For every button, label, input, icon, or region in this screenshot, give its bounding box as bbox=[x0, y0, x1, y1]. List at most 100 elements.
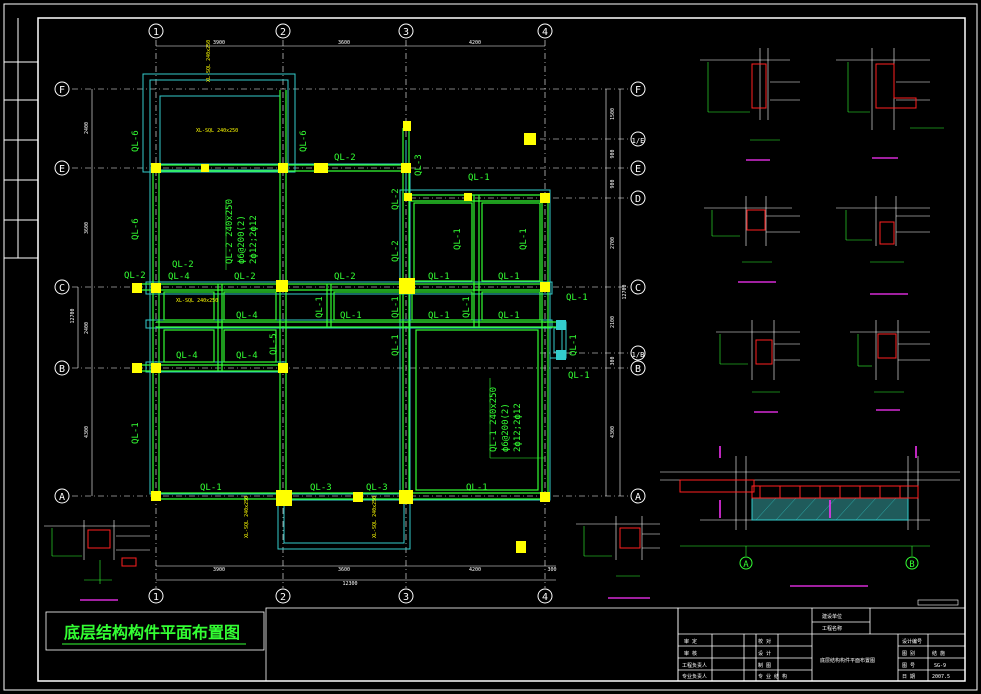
beam-label-ql2-v1: QL-2 bbox=[391, 188, 401, 210]
beam-label-ql2-v2: QL-2 bbox=[391, 240, 401, 262]
dim-right-7: 4300 bbox=[610, 426, 616, 438]
beam-label-ql3-a2: QL-3 bbox=[366, 483, 388, 493]
beam-label-ql1-m3: QL-1 bbox=[498, 311, 520, 321]
axis-top-1: 1 bbox=[153, 27, 159, 38]
dim-right-total: 12700 bbox=[622, 284, 628, 299]
section-axis-a: A bbox=[743, 560, 749, 570]
beam-label-ql1-a1: QL-1 bbox=[200, 483, 222, 493]
tb-sheet-label: 图 号 bbox=[902, 663, 915, 669]
tb-row-m0: 校 对 bbox=[758, 638, 771, 645]
axis-bottom-2: 2 bbox=[280, 592, 286, 603]
spec-ql1-line3: 2ϕ12;2ϕ12 bbox=[513, 403, 523, 452]
tb-class-label: 图 别 bbox=[902, 650, 915, 657]
spec-ql1-line2: ϕ6@200(2) bbox=[501, 403, 511, 452]
tb-row-l3: 专业负责人 bbox=[682, 673, 707, 680]
dim-right-3: 900 bbox=[610, 179, 616, 188]
beam-label-ql2-c4: QL-2 bbox=[334, 272, 356, 282]
axis-right-B: B bbox=[635, 364, 641, 375]
dim-top-1: 3900 bbox=[213, 40, 225, 46]
axis-right-F: F bbox=[635, 85, 641, 96]
tb-date-label: 日 期 bbox=[902, 674, 915, 680]
beam-label-ql1-a2: QL-1 bbox=[466, 483, 488, 493]
beam-label-ql2-c1: QL-2 bbox=[124, 271, 146, 281]
bottom-details bbox=[44, 516, 959, 606]
axis-right-A: A bbox=[635, 492, 641, 503]
tb-row-l0: 审 定 bbox=[684, 638, 697, 645]
dim-bottom-2: 3600 bbox=[338, 567, 350, 573]
axis-left-A: A bbox=[59, 492, 65, 503]
beam-label-ql1-v1: QL-1 bbox=[453, 228, 463, 250]
dim-left-3: 2400 bbox=[84, 322, 90, 334]
beam-label-ql1-r2: QL-1 bbox=[568, 371, 590, 381]
dim-right-2: 900 bbox=[610, 149, 616, 158]
beam-label-ql2-e: QL-2 bbox=[334, 153, 356, 163]
dim-right-1: 1500 bbox=[610, 108, 616, 120]
note-c-bay: XL-SQL 240x250 bbox=[176, 298, 218, 304]
note-a-right: XL-SQL 240x250 bbox=[372, 496, 378, 538]
axis-right-D: D bbox=[635, 194, 641, 205]
note-a-left: XL-SQL 240x250 bbox=[244, 496, 250, 538]
beam-label-ql6-a: QL-6 bbox=[131, 130, 141, 152]
tb-row-m3: 专 业 结 构 bbox=[758, 673, 787, 680]
gz-columns-cyan bbox=[556, 320, 566, 360]
dimension-lines bbox=[77, 45, 621, 581]
columns bbox=[132, 121, 550, 553]
dim-right-4: 2700 bbox=[610, 237, 616, 249]
beam-label-ql2-c3: QL-2 bbox=[234, 272, 256, 282]
spec-ql2-line1: QL-2 240x250 bbox=[225, 199, 235, 264]
beam-label-ql6-c: QL-6 bbox=[131, 218, 141, 240]
axis-left-C: C bbox=[59, 283, 65, 294]
tb-row-l1: 审 核 bbox=[684, 650, 697, 657]
beam-label-ql1-m2: QL-1 bbox=[428, 311, 450, 321]
axis-right-C: C bbox=[635, 283, 641, 294]
axis-bottom-3: 3 bbox=[403, 592, 409, 603]
beam-label-ql1-v4: QL-1 bbox=[391, 296, 401, 318]
dim-right-6: 300 bbox=[610, 356, 616, 365]
drawing-title: 底层结构构件平面布置图 bbox=[64, 623, 240, 642]
beam-label-ql1-r1: QL-1 bbox=[566, 293, 588, 303]
dim-left-4: 4300 bbox=[84, 426, 90, 438]
tb-project-name: 工程名称 bbox=[822, 625, 842, 632]
dim-left-small: 12700 bbox=[70, 308, 76, 323]
beam-label-ql3-a1: QL-3 bbox=[310, 483, 332, 493]
blank-field bbox=[265, 607, 679, 682]
axis-top-3: 3 bbox=[403, 27, 409, 38]
beam-label-ql5: QL-5 bbox=[269, 333, 279, 355]
dim-top-2: 3600 bbox=[338, 40, 350, 46]
tb-row-l2: 工程负责人 bbox=[682, 662, 707, 669]
spec-ql1-line1: QL-1 240x250 bbox=[489, 387, 499, 452]
dim-top-3: 4200 bbox=[469, 40, 481, 46]
beam-label-ql2-c2: QL-2 bbox=[172, 260, 194, 270]
beam-label-ql1-m1: QL-1 bbox=[340, 311, 362, 321]
dim-left-2: 3600 bbox=[84, 222, 90, 234]
dim-bottom-3: 4200 bbox=[469, 567, 481, 573]
beam-label-ql1-left: QL-1 bbox=[131, 422, 141, 444]
beam-label-ql1-v3: QL-1 bbox=[315, 296, 325, 318]
axis-top-2: 2 bbox=[280, 27, 286, 38]
note-f-bay: XL-SQL 240x250 bbox=[196, 128, 238, 134]
beam-label-ql1-v2: QL-1 bbox=[519, 228, 529, 250]
section-axis-b: B bbox=[909, 560, 914, 570]
tb-sheet: SG-9 bbox=[934, 663, 946, 669]
dim-left-1: 2400 bbox=[84, 122, 90, 134]
tb-row-m2: 制 图 bbox=[758, 662, 771, 669]
beam-label-ql1-d: QL-1 bbox=[468, 173, 490, 183]
tb-drawing-name: 底层结构构件平面布置图 bbox=[820, 657, 875, 664]
beam-label-ql3-top: QL-3 bbox=[414, 154, 424, 176]
beam-label-ql4-b2: QL-4 bbox=[236, 351, 258, 361]
note-top-beam: XL-SQL 240x250 bbox=[206, 40, 212, 82]
beam-label-ql4-m: QL-4 bbox=[236, 311, 258, 321]
axis-bottom-1: 1 bbox=[153, 592, 159, 603]
tb-row-m1: 设 计 bbox=[758, 650, 771, 657]
beam-label-ql1-v7: QL-1 bbox=[391, 334, 401, 356]
tb-design-no-label: 设计编号 bbox=[902, 638, 922, 645]
beam-label-ql1-c2: QL-1 bbox=[498, 272, 520, 282]
foundation-section bbox=[660, 446, 960, 587]
tb-class: 结 施 bbox=[932, 650, 945, 657]
spec-ql2-line2: ϕ6@200(2) bbox=[237, 215, 247, 264]
beam-label-ql1-v5: QL-1 bbox=[462, 296, 472, 318]
dim-bottom-1: 3900 bbox=[213, 567, 225, 573]
beam-label-ql6-b: QL-6 bbox=[299, 130, 309, 152]
axis-bubbles bbox=[54, 23, 646, 604]
